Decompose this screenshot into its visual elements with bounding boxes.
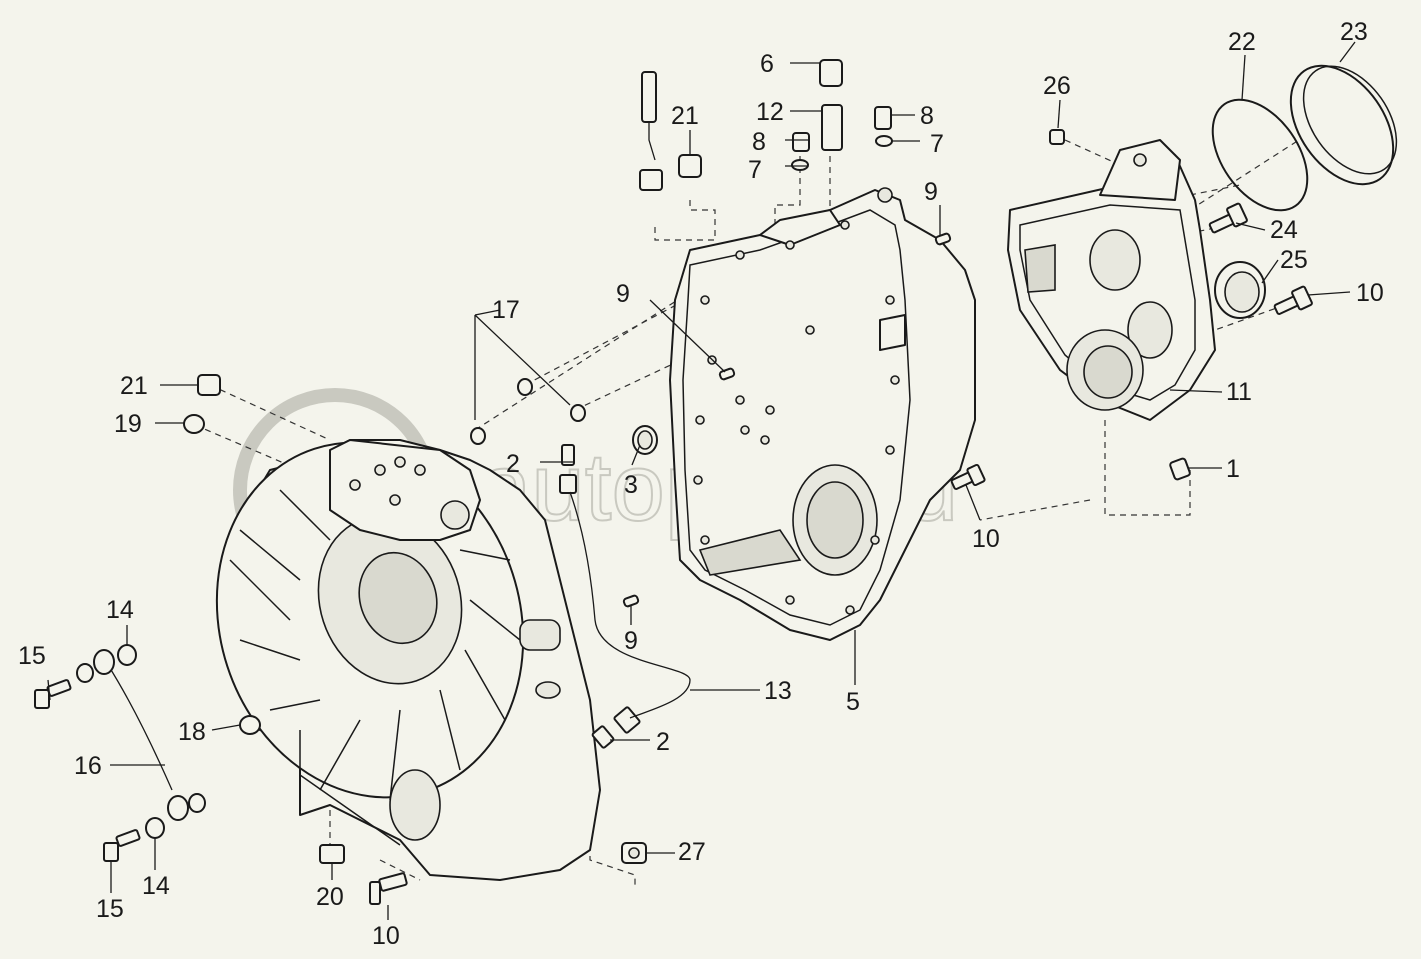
bell-housing <box>215 439 601 881</box>
bolt-15a <box>34 679 72 709</box>
ground-strap-16 <box>93 649 189 821</box>
callout-13: 13 <box>764 677 792 705</box>
small-parts <box>34 59 1398 905</box>
callout-27: 27 <box>678 838 706 866</box>
callout-16: 16 <box>74 752 102 780</box>
o-ring-22 <box>1211 98 1309 212</box>
callout-7: 7 <box>930 130 944 158</box>
nut-27 <box>621 842 647 864</box>
sensor <box>639 71 663 191</box>
callout-5: 5 <box>846 688 860 716</box>
washer-7a <box>791 159 809 171</box>
callout-9: 9 <box>624 627 638 655</box>
callout-8: 8 <box>920 102 934 130</box>
plug-6 <box>819 59 843 87</box>
callout-8: 8 <box>752 128 766 156</box>
callout-10: 10 <box>1356 279 1384 307</box>
bolt-15b <box>103 829 141 862</box>
pin-9b <box>934 232 952 246</box>
callout-15: 15 <box>18 642 46 670</box>
callout-14: 14 <box>142 872 170 900</box>
plug-8b <box>874 106 892 130</box>
bolt-10c <box>369 872 408 905</box>
washer-14a <box>117 644 137 666</box>
bolt-10b <box>1273 285 1313 315</box>
callout-18: 18 <box>178 718 206 746</box>
callout-2: 2 <box>506 450 520 478</box>
bolt-24 <box>1208 202 1248 234</box>
callout-7: 7 <box>748 156 762 184</box>
callout-21: 21 <box>120 372 148 400</box>
rear-cover <box>1007 139 1216 421</box>
plug-21b <box>678 154 702 178</box>
main-housing <box>669 187 976 641</box>
washer-7b <box>875 135 893 147</box>
callout-9: 9 <box>924 178 938 206</box>
callout-11: 11 <box>1226 378 1252 406</box>
callout-25: 25 <box>1280 246 1308 274</box>
callout-20: 20 <box>316 883 344 911</box>
callout-23: 23 <box>1340 18 1368 46</box>
callout-21: 21 <box>671 102 699 130</box>
callout-10: 10 <box>972 525 1000 553</box>
fitting-2-upper <box>559 444 577 494</box>
o-ring-17b <box>517 378 533 396</box>
callout-22: 22 <box>1228 28 1256 56</box>
plug-19 <box>183 414 205 434</box>
callout-6: 6 <box>760 50 774 78</box>
seal-25 <box>1214 261 1266 319</box>
bolt-10a <box>950 463 986 490</box>
callout-14: 14 <box>106 596 134 624</box>
o-ring-17a <box>470 427 486 445</box>
o-ring-17c <box>570 404 586 422</box>
callout-1: 1 <box>1226 455 1240 483</box>
callout-2: 2 <box>656 728 670 756</box>
leader-lines <box>47 41 1356 920</box>
plug-1 <box>1169 457 1191 481</box>
callout-19: 19 <box>114 410 142 438</box>
plug-26 <box>1049 129 1065 145</box>
washer-14b <box>145 817 165 839</box>
callout-15: 15 <box>96 895 124 923</box>
cover-23 <box>1289 64 1398 186</box>
cap-3 <box>632 425 658 455</box>
callout-labels: 1 2 2 3 5 6 7 7 8 8 9 9 9 10 10 10 11 12… <box>18 18 1384 950</box>
sleeve-12 <box>821 104 843 151</box>
callout-9: 9 <box>616 280 630 308</box>
callout-24: 24 <box>1270 216 1298 244</box>
callout-26: 26 <box>1043 72 1071 100</box>
callout-17: 17 <box>492 296 520 324</box>
plug-8a <box>792 132 810 152</box>
callout-3: 3 <box>624 471 638 499</box>
callout-10: 10 <box>372 922 400 950</box>
fitting-2-lower <box>591 706 641 749</box>
pipe-13 <box>569 491 691 719</box>
pin-9c <box>622 594 640 608</box>
plug-21a <box>197 374 221 396</box>
plug-18 <box>239 715 261 735</box>
callout-12: 12 <box>756 98 784 126</box>
plug-20 <box>319 844 345 864</box>
